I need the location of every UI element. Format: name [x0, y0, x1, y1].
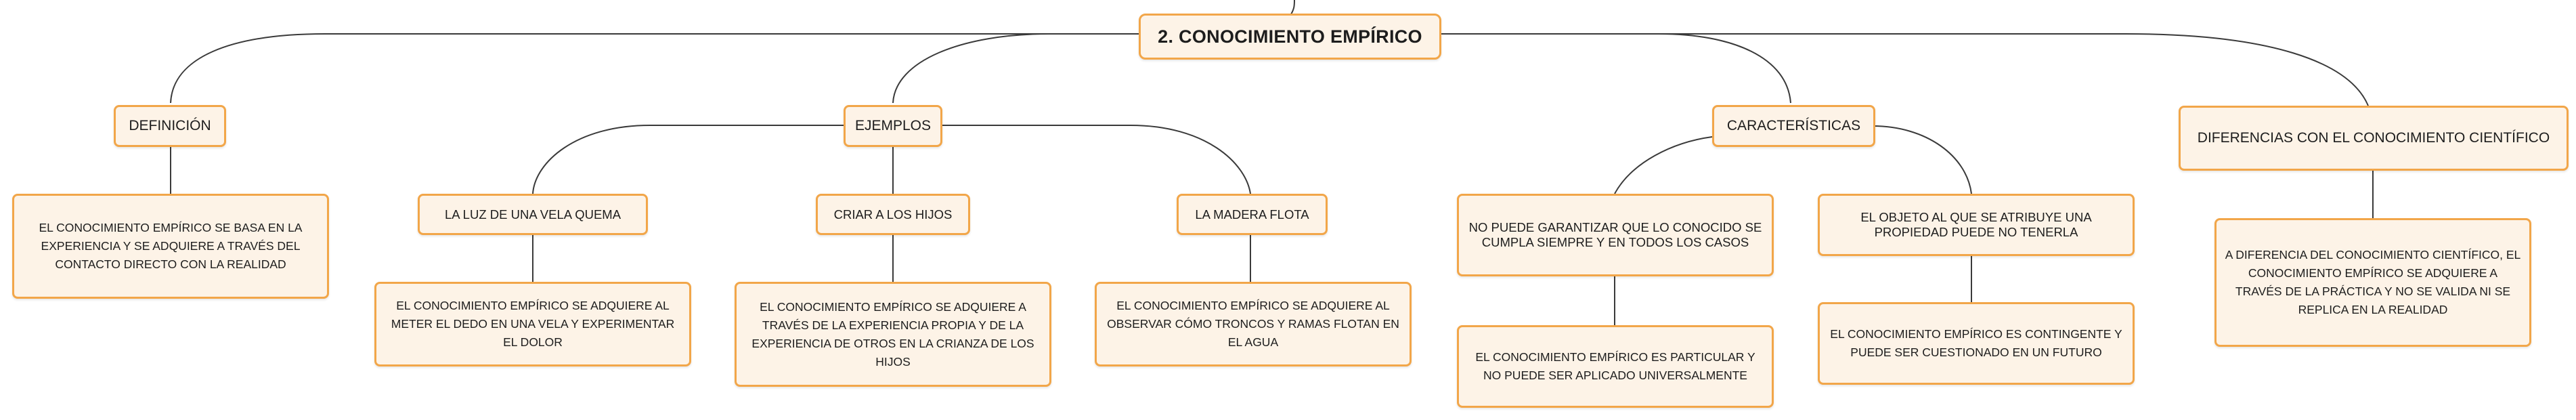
root-node-label: 2. CONOCIMIENTO EMPÍRICO [1158, 26, 1422, 47]
subtopic-label: EL OBJETO AL QUE SE ATRIBUYE UNA PROPIED… [1860, 210, 2092, 239]
topic-definicion[interactable]: DEFINICIÓN [114, 105, 226, 147]
description-text: EL CONOCIMIENTO EMPÍRICO ES PARTICULAR Y… [1475, 350, 1755, 382]
caracteristica-no-garantiza[interactable]: NO PUEDE GARANTIZAR QUE LO CONOCIDO SE C… [1457, 194, 1774, 276]
connector-line [1439, 33, 1791, 104]
topic-label: CARACTERÍSTICAS [1726, 118, 1861, 133]
definicion-description[interactable]: EL CONOCIMIENTO EMPÍRICO SE BASA EN LA E… [12, 194, 329, 299]
description-text: EL CONOCIMIENTO EMPÍRICO SE ADQUIERE AL … [391, 299, 675, 349]
description-text: EL CONOCIMIENTO EMPÍRICO ES CONTINGENTE … [1830, 327, 2122, 359]
connector-line [532, 125, 844, 194]
connector-line [170, 33, 1139, 104]
subtopic-label: LA MADERA FLOTA [1195, 207, 1309, 222]
topic-diferencias[interactable]: DIFERENCIAS CON EL CONOCIMIENTO CIENTÍFI… [2179, 106, 2569, 171]
connector-line [1614, 136, 1713, 194]
diferencias-description[interactable]: A DIFERENCIA DEL CONOCIMIENTO CIENTÍFICO… [2214, 218, 2531, 347]
ejemplo-madera-description[interactable]: EL CONOCIMIENTO EMPÍRICO SE ADQUIERE AL … [1095, 282, 1412, 366]
ejemplo-criar-hijos[interactable]: CRIAR A LOS HIJOS [816, 194, 970, 235]
ejemplo-madera[interactable]: LA MADERA FLOTA [1177, 194, 1328, 235]
ejemplo-vela[interactable]: LA LUZ DE UNA VELA QUEMA [418, 194, 648, 235]
root-node[interactable]: 2. CONOCIMIENTO EMPÍRICO [1139, 14, 1441, 60]
topic-ejemplos[interactable]: EJEMPLOS [844, 105, 942, 147]
description-text: EL CONOCIMIENTO EMPÍRICO SE BASA EN LA E… [39, 221, 303, 271]
description-text: A DIFERENCIA DEL CONOCIMIENTO CIENTÍFICO… [2225, 248, 2521, 316]
topic-label: DEFINICIÓN [129, 118, 211, 133]
topic-label: DIFERENCIAS CON EL CONOCIMIENTO CIENTÍFI… [2197, 130, 2550, 146]
subtopic-label: NO PUEDE GARANTIZAR QUE LO CONOCIDO SE C… [1468, 220, 1762, 249]
connector-line [1872, 125, 1972, 194]
ejemplo-criar-hijos-description[interactable]: EL CONOCIMIENTO EMPÍRICO SE ADQUIERE A T… [735, 282, 1051, 387]
connector-line [892, 33, 1139, 104]
connector-line [940, 125, 1251, 194]
caracteristica-objeto-propiedad-description[interactable]: EL CONOCIMIENTO EMPÍRICO ES CONTINGENTE … [1818, 302, 2135, 385]
caracteristica-no-garantiza-description[interactable]: EL CONOCIMIENTO EMPÍRICO ES PARTICULAR Y… [1457, 325, 1774, 408]
caracteristica-objeto-propiedad[interactable]: EL OBJETO AL QUE SE ATRIBUYE UNA PROPIED… [1818, 194, 2135, 256]
ejemplo-vela-description[interactable]: EL CONOCIMIENTO EMPÍRICO SE ADQUIERE AL … [374, 282, 691, 366]
topic-caracteristicas[interactable]: CARACTERÍSTICAS [1712, 105, 1875, 147]
subtopic-label: LA LUZ DE UNA VELA QUEMA [444, 207, 621, 222]
connector-line [1439, 33, 2369, 106]
description-text: EL CONOCIMIENTO EMPÍRICO SE ADQUIERE AL … [1107, 299, 1399, 349]
subtopic-label: CRIAR A LOS HIJOS [833, 207, 953, 222]
description-text: EL CONOCIMIENTO EMPÍRICO SE ADQUIERE A T… [751, 299, 1034, 369]
topic-label: EJEMPLOS [854, 118, 932, 133]
